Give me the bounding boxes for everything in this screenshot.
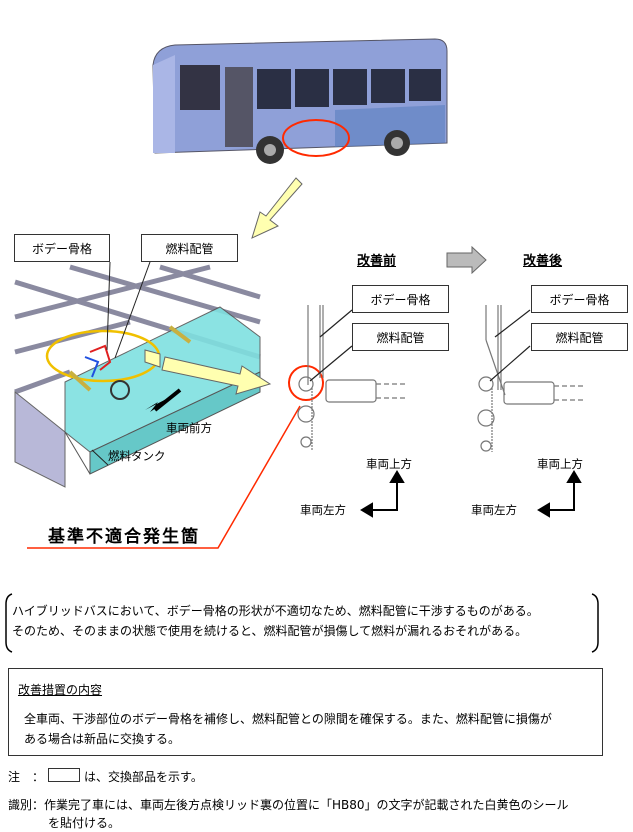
after-label-up: 車両上方 (537, 457, 583, 471)
remedy-box: 改善措置の内容 全車両、干渉部位のボデー骨格を補修し、燃料配管との隙間を確保する… (8, 668, 603, 756)
note-text: は、交換部品を示す。 (84, 770, 203, 784)
label-body-frame: ボデー骨格 (14, 234, 110, 262)
remedy-title: 改善措置の内容 (18, 683, 103, 697)
note-label: 注 ： (8, 770, 45, 784)
before-title: 改善前 (357, 254, 397, 269)
after-title: 改善後 (523, 254, 563, 269)
remedy-line-1: 全車両、干渉部位のボデー骨格を補修し、燃料配管との隙間を確保する。また、燃料配管… (24, 712, 552, 726)
right-arrow-icon (446, 246, 487, 274)
before-label-body-frame: ボデー骨格 (352, 285, 449, 313)
id-line-2: を貼付ける。 (48, 816, 121, 830)
replacement-part-swatch (48, 768, 81, 782)
defect-callout-line (27, 365, 324, 549)
cross-section-drawings (297, 305, 586, 518)
notes: 注 ： は、交換部品を示す。 識別： 作業完了車には、車両左後方点検リッド裏の位… (8, 768, 569, 832)
label-fuel-pipe: 燃料配管 (141, 234, 238, 262)
before-label-left: 車両左方 (300, 503, 346, 517)
label-fuel-tank: 燃料タンク (108, 449, 166, 463)
defect-location-label: 基準不適合発生箇 (48, 527, 200, 547)
before-label-up: 車両上方 (366, 457, 412, 471)
after-label-body-frame: ボデー骨格 (531, 285, 628, 313)
remedy-line-2: ある場合は新品に交換する。 (24, 732, 181, 746)
after-label-fuel-pipe: 燃料配管 (531, 323, 628, 351)
description-line-2: そのため、そのままの状態で使用を続けると、燃料配管が損傷して燃料が漏れるおそれが… (12, 624, 528, 638)
id-label: 識別： (8, 798, 45, 812)
bracket-lines (5, 593, 599, 653)
defect-highlight-ellipse (282, 119, 350, 157)
before-label-fuel-pipe: 燃料配管 (352, 323, 449, 351)
after-label-left: 車両左方 (471, 503, 517, 517)
chassis-illustration (14, 262, 272, 488)
description-line-1: ハイブリッドバスにおいて、ボデー骨格の形状が不適切なため、燃料配管に干渉するもの… (12, 604, 539, 618)
id-line-1: 作業完了車には、車両左後方点検リッド裏の位置に「HB80」の文字が記載された白黄… (44, 798, 569, 812)
bus-image (152, 38, 448, 164)
label-vehicle-front: 車両前方 (166, 421, 212, 435)
description-bracket: ハイブリッドバスにおいて、ボデー骨格の形状が不適切なため、燃料配管に干渉するもの… (4, 592, 600, 654)
zoom-arrow-icon (251, 177, 303, 239)
